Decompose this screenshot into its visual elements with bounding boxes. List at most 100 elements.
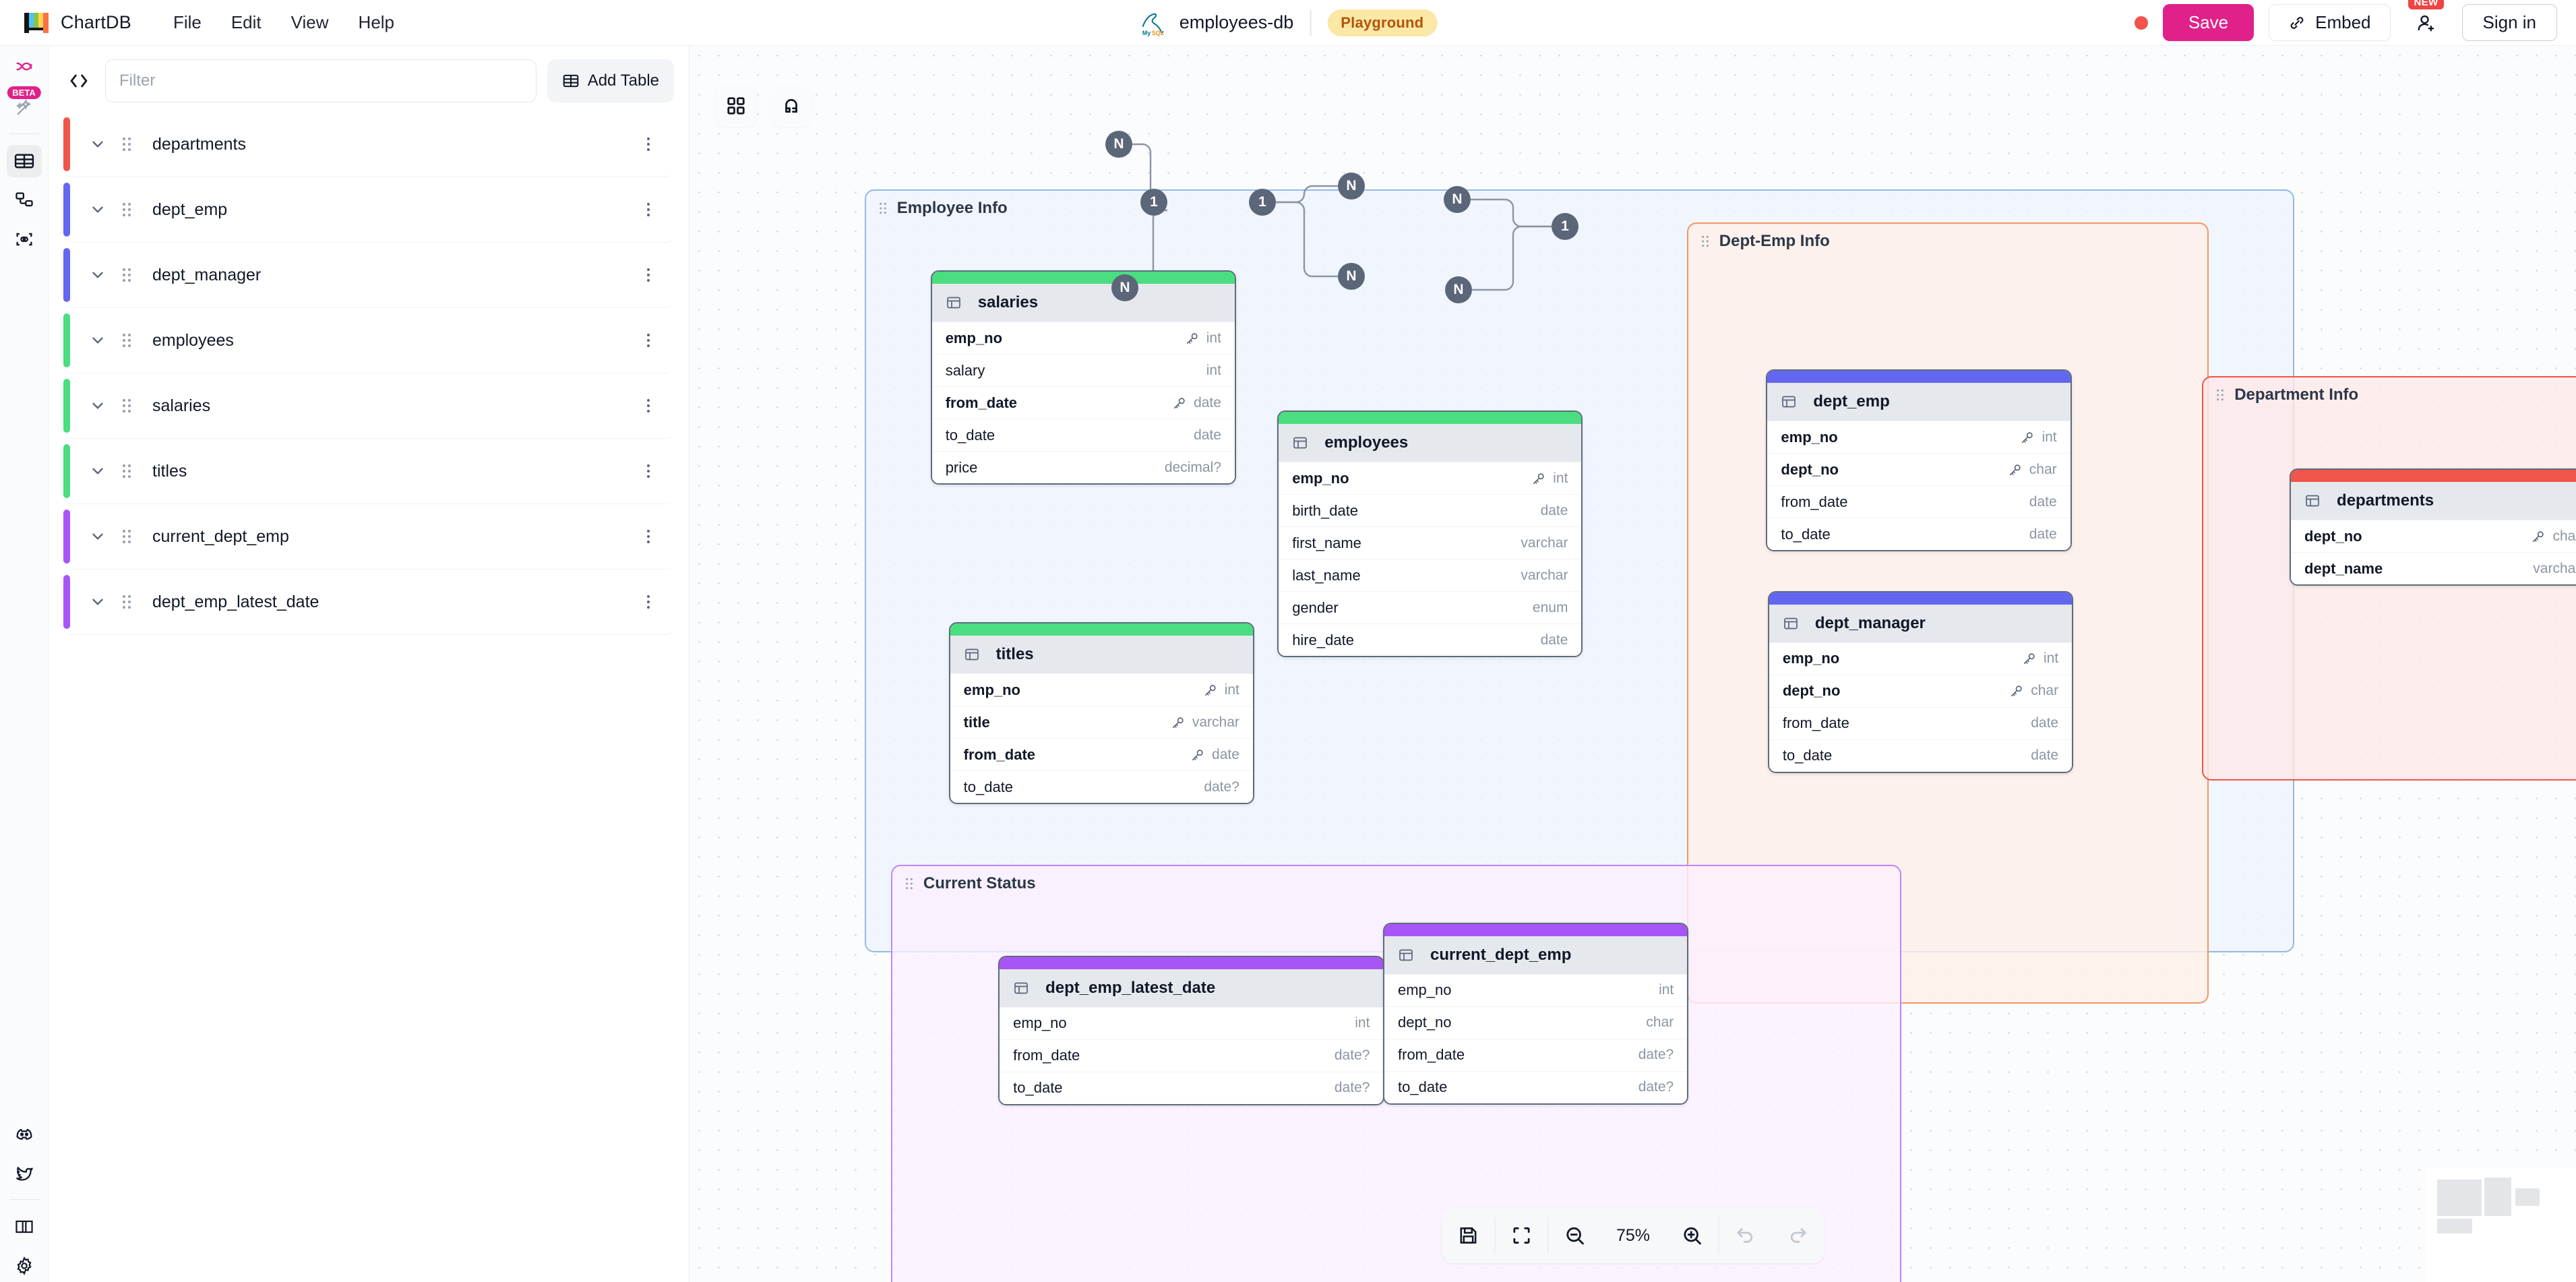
undo-button[interactable] <box>1719 1208 1771 1263</box>
table-list-item-dept_emp_latest_date[interactable]: dept_emp_latest_date <box>63 570 674 635</box>
row-more-menu-icon[interactable] <box>640 135 656 153</box>
row-more-menu-icon[interactable] <box>640 462 656 480</box>
twitter-link[interactable] <box>7 1157 42 1190</box>
table-list-item-employees[interactable]: employees <box>63 308 674 373</box>
table-card-header[interactable]: titles <box>950 636 1253 674</box>
chevron-down-icon[interactable] <box>89 135 106 153</box>
row-more-menu-icon[interactable] <box>640 528 656 545</box>
add-table-button[interactable]: Add Table <box>547 59 674 102</box>
magnet-icon[interactable] <box>770 85 812 127</box>
drag-handle-icon[interactable] <box>119 593 135 611</box>
sign-in-button[interactable]: Sign in <box>2461 4 2557 41</box>
table-list-item-dept_emp[interactable]: dept_emp <box>63 177 674 243</box>
discord-link[interactable] <box>7 1118 42 1151</box>
table-card-header[interactable]: dept_emp_latest_date <box>1000 969 1384 1007</box>
sidebar-item-relationships[interactable] <box>7 184 42 216</box>
table-list-item-dept_manager[interactable]: dept_manager <box>63 243 674 308</box>
table-list-item-departments[interactable]: departments <box>63 112 674 177</box>
drag-handle-icon[interactable] <box>119 135 135 153</box>
chevron-down-icon[interactable] <box>89 201 106 218</box>
table-card-header[interactable]: current_dept_emp <box>1384 936 1688 974</box>
drag-handle-icon[interactable] <box>119 266 135 284</box>
row-more-menu-icon[interactable] <box>640 201 656 218</box>
chevron-down-icon[interactable] <box>89 266 106 284</box>
drag-handle-icon[interactable] <box>119 397 135 415</box>
chevron-down-icon[interactable] <box>89 332 106 349</box>
drag-handle-icon[interactable] <box>119 332 135 349</box>
table-card-header[interactable]: departments <box>2291 482 2576 520</box>
chevron-down-icon[interactable] <box>89 397 106 415</box>
add-user-button[interactable]: NEW <box>2405 0 2447 44</box>
settings-button[interactable] <box>7 1250 42 1282</box>
drag-handle-icon[interactable] <box>119 462 135 480</box>
chevron-down-icon[interactable] <box>89 528 106 545</box>
grid-icon[interactable] <box>715 85 757 127</box>
code-brackets-icon[interactable] <box>63 65 94 96</box>
row-more-menu-icon[interactable] <box>640 593 656 611</box>
drag-handle-icon[interactable] <box>904 877 914 890</box>
minimap[interactable] <box>2425 1167 2576 1282</box>
embed-button[interactable]: Embed <box>2269 4 2391 41</box>
save-diagram-button[interactable] <box>1442 1208 1494 1263</box>
table-list-item-titles[interactable]: titles <box>63 439 674 504</box>
table-list-item-current_dept_emp[interactable]: current_dept_emp <box>63 504 674 570</box>
sidebar-item-tables[interactable] <box>6 145 42 177</box>
menu-edit[interactable]: Edit <box>231 12 262 32</box>
zoom-level[interactable]: 75% <box>1616 1225 1651 1245</box>
chevron-down-icon[interactable] <box>89 593 106 611</box>
row-more-menu-icon[interactable] <box>640 332 656 349</box>
docs-link[interactable] <box>7 1211 42 1243</box>
drag-handle-icon[interactable] <box>119 528 135 545</box>
search-input[interactable] <box>105 59 536 102</box>
drag-handle-icon[interactable] <box>2215 388 2225 402</box>
menu-help[interactable]: Help <box>358 12 395 32</box>
redo-button[interactable] <box>1771 1208 1824 1263</box>
table-card-header[interactable]: dept_manager <box>1769 604 2073 642</box>
table-list-item-salaries[interactable]: salaries <box>63 373 674 439</box>
drag-handle-icon[interactable] <box>1700 235 1710 248</box>
drag-handle-icon[interactable] <box>878 202 888 215</box>
sidebar-item-ai-magic[interactable]: BETA <box>7 86 42 124</box>
row-more-menu-icon[interactable] <box>640 397 656 415</box>
zoom-in-button[interactable] <box>1665 1208 1718 1263</box>
